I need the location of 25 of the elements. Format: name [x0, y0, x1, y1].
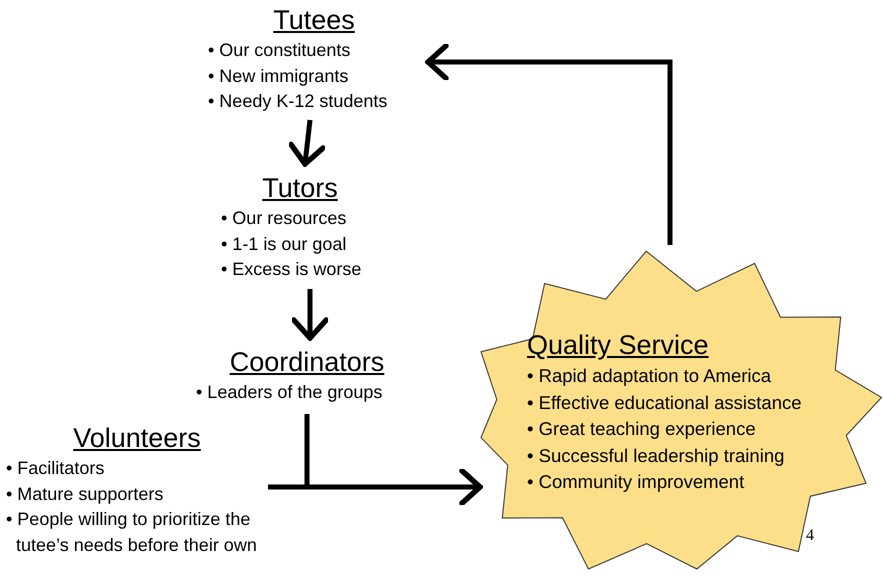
bullet-item: • Effective educational assistance	[527, 392, 802, 412]
bullet-item: • Community improvement	[527, 471, 744, 492]
heading: Tutors	[262, 172, 338, 204]
bullet-item: • Excess is worse	[221, 259, 362, 279]
arrow	[425, 43, 672, 245]
heading: Volunteers	[73, 422, 201, 454]
bullet-item: • Needy K-12 students	[208, 91, 388, 111]
bullet-item: • People willing to prioritize the tutee’s needs before their own	[6, 509, 257, 554]
bullet-item: • Facilitators	[6, 458, 104, 478]
arrow	[268, 468, 483, 506]
bullet-item: • Rapid adaptation to America	[527, 365, 772, 386]
bullet-item: • 1-1 is our goal	[221, 234, 346, 254]
heading: Tutees	[273, 4, 355, 36]
bullet-item: • Leaders of the groups	[196, 382, 382, 402]
heading: Quality Service	[527, 329, 709, 361]
bullet-item: • Successful leadership training	[527, 444, 784, 466]
page-number: 4	[806, 527, 814, 545]
bullet-item: • Mature supporters	[6, 484, 164, 504]
bullet-item: • Our constituents	[208, 40, 350, 60]
bullet-item: • Our resources	[221, 208, 346, 228]
arrow	[291, 289, 329, 341]
bullet-item: • New immigrants	[208, 66, 348, 86]
bullet-item: • Great teaching experience	[527, 418, 756, 439]
heading: Coordinators	[230, 346, 384, 378]
arrow	[288, 120, 326, 167]
